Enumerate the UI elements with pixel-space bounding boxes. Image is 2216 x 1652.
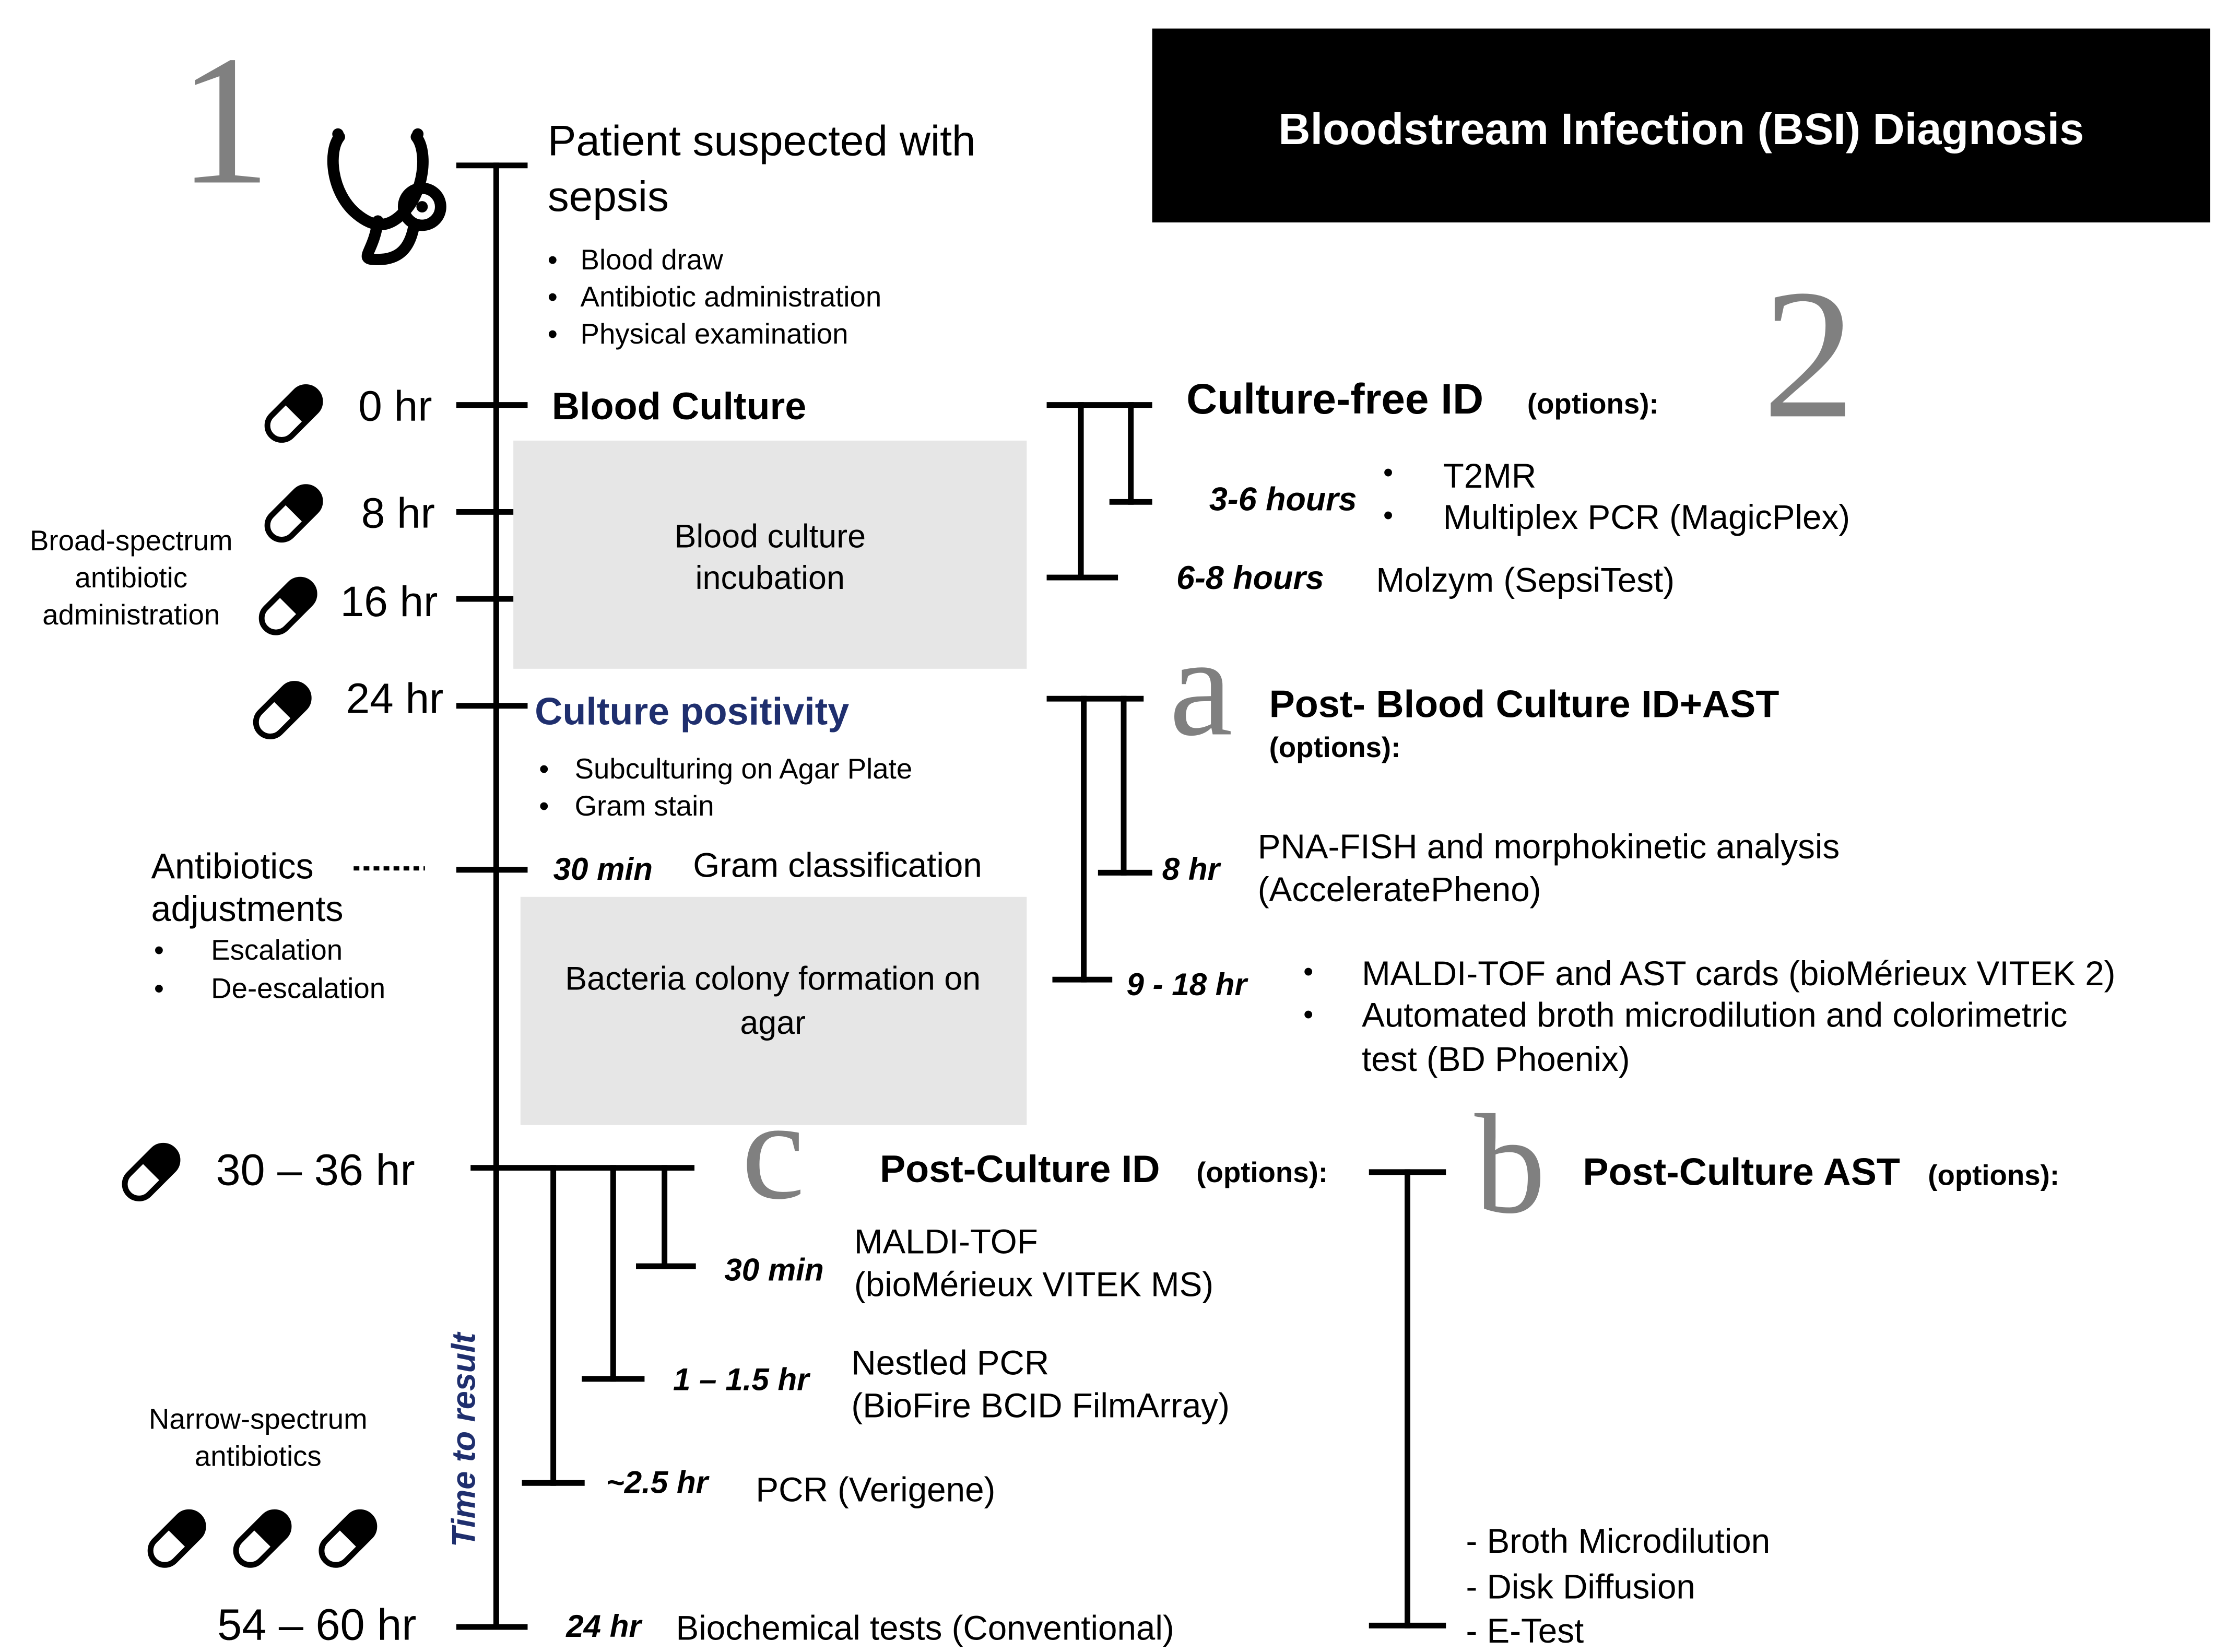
post-blood-culture-bullet: • xyxy=(1303,955,1313,987)
gram-time: 30 min xyxy=(553,852,653,887)
stethoscope-icon xyxy=(327,128,446,265)
time-point: 24 hr xyxy=(346,675,444,723)
time-point: 8 hr xyxy=(361,489,435,537)
post-culture-ast-heading: Post-Culture AST xyxy=(1583,1150,1900,1193)
marker-one: 1 xyxy=(178,18,271,223)
pill-icon xyxy=(262,481,326,546)
adjust-bullet: • xyxy=(154,973,164,1005)
culture-free-bullet: • xyxy=(1383,499,1393,531)
post-culture-id-item: Nestled PCR xyxy=(851,1344,1049,1382)
patient-bullet: • xyxy=(548,318,558,350)
pill-icon xyxy=(145,1506,209,1571)
post-blood-culture-heading: Post- Blood Culture ID+AST xyxy=(1269,682,1779,726)
time-point: 16 hr xyxy=(340,578,438,626)
culture-free-time: 6-8 hours xyxy=(1176,560,1324,596)
marker-b: b xyxy=(1475,1085,1546,1243)
culture-free-options: (options): xyxy=(1527,388,1659,420)
post-culture-id-time: 1 – 1.5 hr xyxy=(673,1362,811,1397)
post-culture-id-item: (BioFire BCID FilmArray) xyxy=(851,1387,1230,1425)
adjust-item: De-escalation xyxy=(211,973,385,1005)
post-culture-id-heading: Post-Culture ID xyxy=(880,1147,1160,1190)
culture-free-heading: Culture-free ID xyxy=(1186,375,1483,423)
post-blood-culture-bullet: • xyxy=(1303,998,1313,1030)
post-blood-culture-item: (AcceleratePheno) xyxy=(1258,870,1541,908)
post-blood-culture-item: test (BD Phoenix) xyxy=(1362,1040,1630,1078)
patient-heading: Patient suspected with xyxy=(548,117,976,165)
axis-label: Time to result xyxy=(445,1331,482,1547)
time-point: 0 hr xyxy=(358,383,432,430)
time-point: 30 – 36 hr xyxy=(216,1144,415,1194)
patient-heading-2: sepsis xyxy=(548,173,669,220)
adjust-item: Escalation xyxy=(211,934,343,966)
gram-label: Gram classification xyxy=(693,846,982,884)
diagram-title: Bloodstream Infection (BSI) Diagnosis xyxy=(1278,104,2084,154)
colony-box xyxy=(520,896,1027,1125)
post-culture-id-item: (bioMérieux VITEK MS) xyxy=(854,1265,1213,1303)
post-culture-ast-item: - E-Test xyxy=(1466,1612,1584,1650)
post-culture-ast-item: - Broth Microdilution xyxy=(1466,1522,1770,1560)
positivity-bullet: • xyxy=(539,753,549,785)
positivity-step: Subculturing on Agar Plate xyxy=(575,753,913,785)
culture-free-bracket xyxy=(1046,402,1152,581)
post-culture-id-options: (options): xyxy=(1196,1157,1328,1188)
post-culture-id-time: 30 min xyxy=(724,1252,823,1287)
marker-two: 2 xyxy=(1763,251,1856,456)
post-culture-ast-options: (options): xyxy=(1928,1159,2059,1191)
culture-free-bullet: • xyxy=(1383,456,1393,488)
culture-free-item: T2MR xyxy=(1443,457,1536,495)
narrow-note: antibiotics xyxy=(195,1440,322,1472)
pill-icon xyxy=(256,574,321,639)
broad-note: administration xyxy=(42,599,220,631)
marker-a: a xyxy=(1169,608,1232,765)
culture-free-item: Molzym (SepsiTest) xyxy=(1376,561,1675,599)
pill-icon xyxy=(262,381,326,446)
narrow-note: Narrow-spectrum xyxy=(149,1403,368,1435)
post-culture-id-time: 24 hr xyxy=(565,1609,643,1644)
post-culture-id-time: ~2.5 hr xyxy=(606,1465,710,1500)
post-blood-culture-time: 9 - 18 hr xyxy=(1126,967,1248,1002)
post-culture-ast-item: - Disk Diffusion xyxy=(1466,1567,1695,1606)
broad-note: antibiotic xyxy=(75,562,187,594)
adjust-bullet: • xyxy=(154,934,164,966)
incubation-label: Blood culture xyxy=(674,518,866,555)
post-culture-id-item: MALDI-TOF xyxy=(854,1223,1038,1261)
patient-step: Blood draw xyxy=(581,244,724,276)
post-blood-culture-options: (options): xyxy=(1269,731,1401,763)
culture-free-item: Multiplex PCR (MagicPlex) xyxy=(1443,498,1850,536)
post-blood-culture-item: MALDI-TOF and AST cards (bioMérieux VITE… xyxy=(1362,954,2115,993)
post-culture-id-item: Biochemical tests (Conventional) xyxy=(676,1609,1174,1647)
pill-icon xyxy=(230,1506,295,1571)
positivity-step: Gram stain xyxy=(575,790,714,822)
post-culture-ast-bracket xyxy=(1369,1169,1446,1629)
pill-icon xyxy=(316,1506,381,1571)
pill-icon xyxy=(119,1140,184,1205)
adjust-note: adjustments xyxy=(151,889,343,929)
post-blood-culture-item: Automated broth microdilution and colori… xyxy=(1362,996,2067,1034)
colony-label: Bacteria colony formation on xyxy=(565,960,981,997)
time-point: 54 – 60 hr xyxy=(217,1600,416,1649)
culture-positivity-label: Culture positivity xyxy=(535,689,849,733)
broad-note: Broad-spectrum xyxy=(30,525,232,557)
patient-bullet: • xyxy=(548,281,558,313)
incubation-label: incubation xyxy=(696,560,845,596)
pill-icon xyxy=(250,678,315,742)
post-culture-id-bracket xyxy=(522,1165,696,1486)
post-culture-id-item: PCR (Verigene) xyxy=(756,1471,995,1509)
title-banner xyxy=(1152,28,2211,223)
incubation-box xyxy=(513,440,1027,669)
blood-culture-label: Blood Culture xyxy=(552,384,806,428)
culture-free-time: 3-6 hours xyxy=(1209,481,1357,518)
positivity-bullet: • xyxy=(539,790,549,822)
adjust-note: Antibiotics xyxy=(151,846,313,886)
post-blood-culture-bracket xyxy=(1046,695,1152,983)
post-blood-culture-time: 8 hr xyxy=(1162,852,1222,887)
post-blood-culture-item: PNA-FISH and morphokinetic analysis xyxy=(1258,828,1840,866)
colony-label: agar xyxy=(740,1005,806,1041)
patient-bullet: • xyxy=(548,244,558,276)
patient-step: Antibiotic administration xyxy=(581,281,882,313)
patient-step: Physical examination xyxy=(581,318,848,350)
